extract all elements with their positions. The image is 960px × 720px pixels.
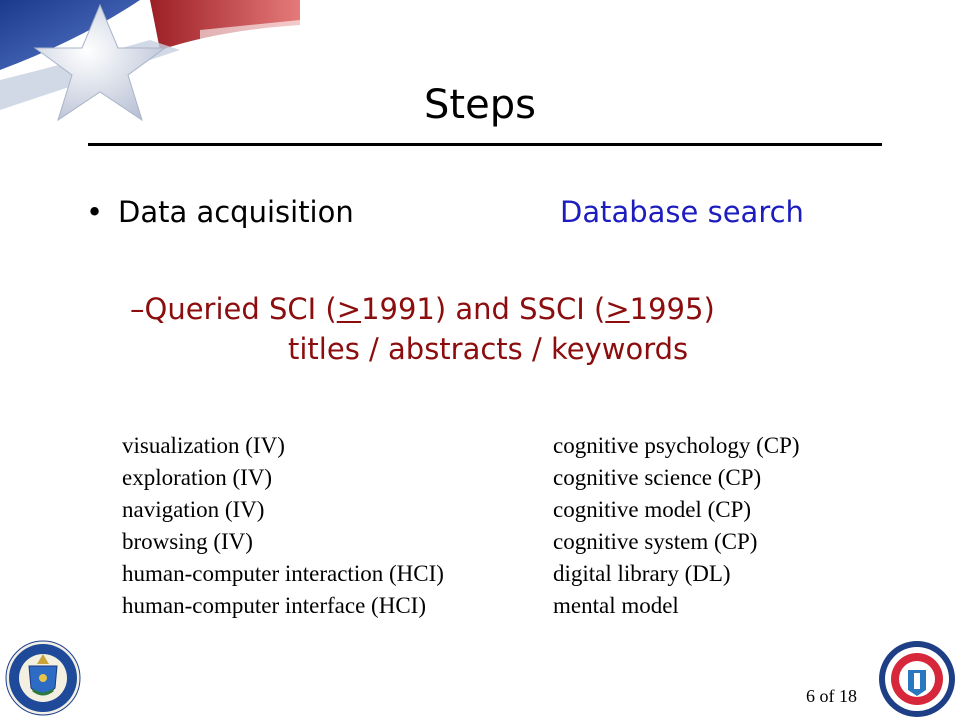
- sub-bullet-line2: titles / abstracts / keywords: [288, 332, 689, 366]
- title-divider: [88, 143, 882, 146]
- bullet-label: Data acquisition: [118, 195, 354, 229]
- keyword-item: cognitive model (CP): [553, 497, 752, 522]
- keyword-item: mental model: [553, 593, 679, 618]
- keyword-item: digital library (DL): [553, 561, 731, 586]
- keyword-item: navigation (IV): [122, 497, 265, 522]
- sub-mid: 1991) and SSCI (: [361, 292, 606, 326]
- bullet-dot-icon: •: [86, 195, 104, 229]
- doe-seal-logo: [5, 640, 81, 716]
- sub-suffix: 1995): [629, 292, 715, 326]
- keywords-left-list: visualization (IV) exploration (IV) navi…: [122, 430, 444, 622]
- dash-marker: –: [130, 292, 145, 326]
- star-banner-graphic: [0, 0, 300, 122]
- sub-prefix: Queried SCI (: [144, 292, 337, 326]
- page-number: 6 of 18: [806, 686, 857, 706]
- keyword-item: exploration (IV): [122, 465, 273, 490]
- slide-title: Steps: [424, 82, 536, 128]
- keyword-item: cognitive psychology (CP): [553, 433, 800, 458]
- sandia-50-years-logo: [879, 641, 955, 717]
- keyword-item: human-computer interface (HCI): [122, 593, 426, 618]
- keyword-item: visualization (IV): [122, 433, 285, 458]
- ge-symbol: >: [605, 292, 630, 326]
- keywords-right-list: cognitive psychology (CP) cognitive scie…: [553, 430, 800, 622]
- bullet-right-label: Database search: [560, 195, 804, 229]
- keyword-item: cognitive system (CP): [553, 529, 758, 554]
- keyword-item: human-computer interaction (HCI): [122, 561, 444, 586]
- sub-bullet: –Queried SCI (>1991) and SSCI (>1995): [130, 290, 715, 328]
- keyword-item: cognitive science (CP): [553, 465, 762, 490]
- ge-symbol: >: [336, 292, 362, 326]
- keyword-item: browsing (IV): [122, 529, 253, 554]
